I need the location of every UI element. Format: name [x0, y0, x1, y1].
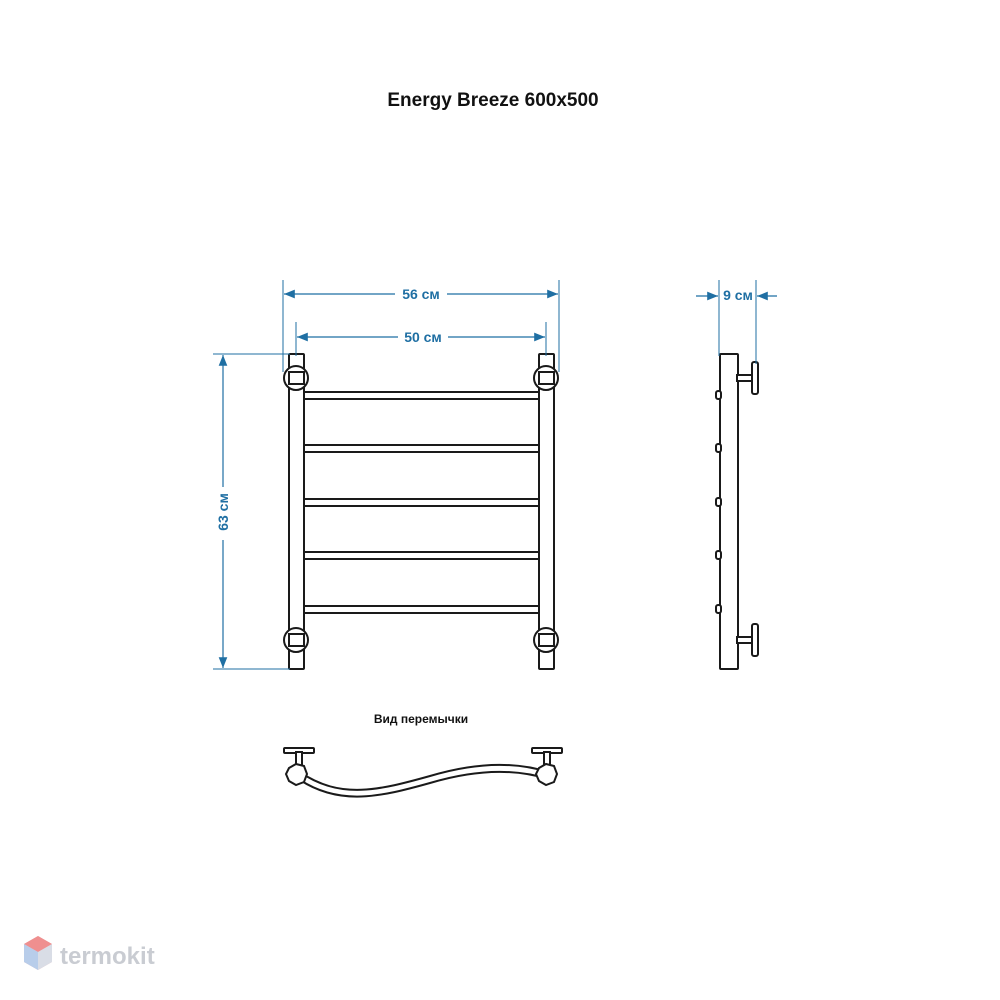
rung-5 [302, 605, 541, 614]
rung-4 [302, 551, 541, 560]
rung-stub-4 [715, 550, 722, 560]
front-view: 56 см 50 см 63 см [213, 280, 560, 670]
bracket-bottom-right [533, 627, 559, 653]
rung-2 [302, 444, 541, 453]
side-mount-top [736, 361, 759, 395]
crossbar-view [283, 747, 563, 798]
side-upright [719, 353, 739, 670]
dimension-label-50: 50 см [404, 329, 442, 345]
bracket-top-right [533, 365, 559, 391]
crossbar-wave-outer [299, 763, 549, 791]
rung-stub-3 [715, 497, 722, 507]
side-mount-bottom [736, 623, 759, 657]
hexagon-logo-icon [24, 936, 52, 970]
diagram-title: Energy Breeze 600x500 [387, 90, 598, 111]
dimension-depth: 9 см [696, 287, 777, 303]
dimension-label-9: 9 см [723, 287, 753, 303]
crossbar-left-fitting [283, 747, 315, 787]
dimension-height: 63 см [215, 355, 231, 668]
rung-stub-1 [715, 390, 722, 400]
rung-1 [302, 391, 541, 400]
side-view: 9 см [696, 280, 777, 670]
left-upright [288, 353, 305, 670]
bracket-top-left [283, 365, 309, 391]
dimension-center-distance: 50 см [297, 329, 545, 345]
rungs [302, 391, 541, 614]
logo-text: termokit [60, 943, 155, 970]
rung-stub-5 [715, 604, 722, 614]
rung-3 [302, 498, 541, 507]
right-upright [538, 353, 555, 670]
termokit-logo: termokit [24, 936, 155, 970]
dimension-label-63: 63 см [215, 493, 231, 531]
crossbar-right-fitting [531, 747, 563, 787]
dimension-overall-width: 56 см [284, 286, 558, 302]
dimension-label-56: 56 см [402, 286, 440, 302]
rung-stub-2 [715, 443, 722, 453]
bracket-bottom-left [283, 627, 309, 653]
crossbar-wave-inner [299, 770, 549, 798]
crossbar-view-caption: Вид перемычки [374, 712, 468, 726]
